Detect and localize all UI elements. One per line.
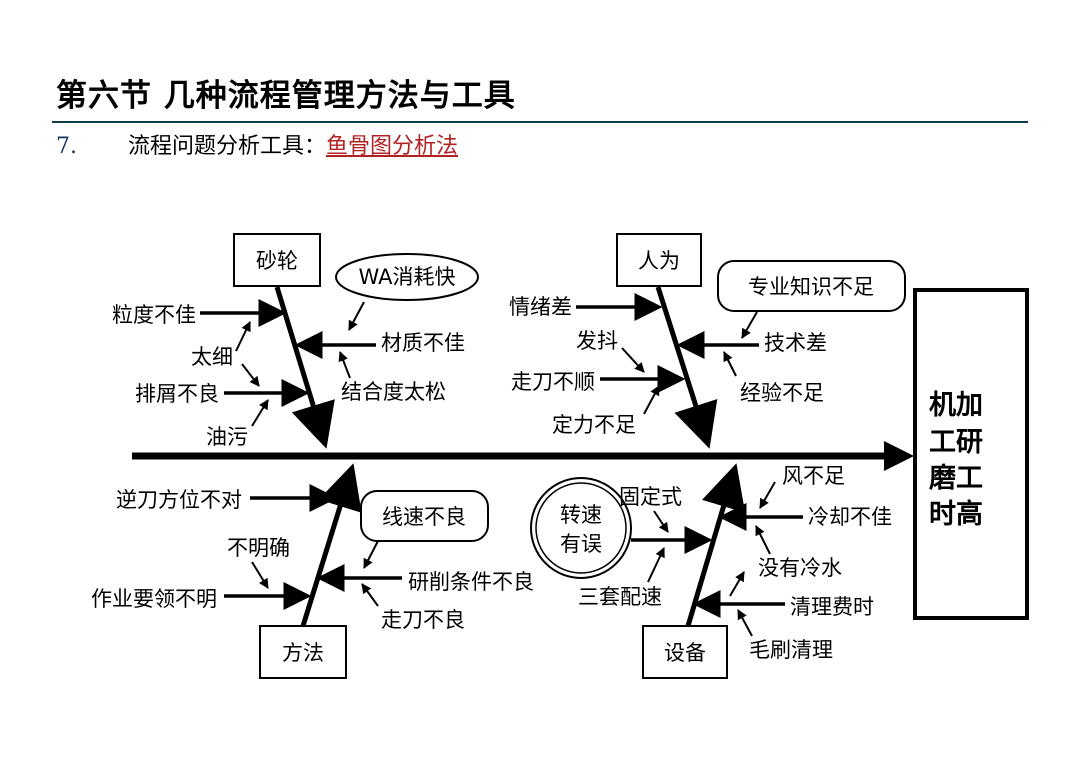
arrow-no-water	[755, 525, 771, 555]
cause-wa-bubble	[335, 253, 479, 301]
arrow-unclear	[251, 561, 269, 589]
cause-bond: 结合度太松	[341, 380, 446, 404]
cause-grain: 粒度不佳	[112, 303, 196, 327]
page-title: 第六节 几种流程管理方法与工具	[56, 78, 516, 114]
effect-line-4: 时高	[929, 498, 983, 530]
cause-speed-error-ring-inner	[535, 482, 627, 574]
cause-three-speed: 三套配速	[578, 585, 662, 609]
subtitle-text: 流程问题分析工具：	[128, 134, 327, 159]
arrow-knowledge	[741, 311, 758, 339]
cause-feed-bad: 走刀不良	[381, 608, 465, 632]
category-box-method	[259, 625, 347, 679]
cause-cleaning-time: 清理费时	[790, 595, 874, 619]
cause-conditions: 研削条件不良	[408, 570, 534, 594]
cause-mood: 情绪差	[509, 295, 572, 319]
category-label-equipment: 设备	[664, 641, 706, 665]
cause-knowledge: 专业知识不足	[748, 275, 874, 299]
bone-method	[300, 463, 362, 627]
subtitle-number: 7.	[56, 134, 77, 159]
cause-cooling: 冷却不佳	[808, 505, 892, 529]
cause-experience: 经验不足	[740, 381, 824, 405]
cause-force: 定力不足	[552, 413, 636, 437]
cause-fixed: 固定式	[619, 485, 682, 509]
cause-speed-error-line2: 有误	[560, 532, 602, 556]
title-divider	[52, 121, 1028, 123]
arrow-oil	[251, 399, 269, 427]
category-label-method: 方法	[282, 641, 324, 665]
cause-oil: 油污	[206, 425, 248, 449]
cause-shake: 发抖	[576, 329, 618, 353]
arrow-shake	[621, 347, 645, 373]
bone-human	[655, 286, 718, 449]
cause-speed-error-line1: 转速	[560, 503, 602, 527]
effect-box	[913, 288, 1029, 620]
cause-chip-clog: 排屑不良	[135, 382, 219, 406]
arrow-too-fine-down	[241, 363, 260, 387]
arrow-wind	[759, 481, 776, 509]
cause-skill: 技术差	[764, 331, 827, 355]
category-box-human	[616, 233, 702, 287]
effect-line-2: 工研	[929, 427, 983, 458]
cause-line-speed: 线速不良	[382, 505, 466, 529]
arrow-experience	[723, 351, 737, 377]
cause-essentials: 作业要领不明	[91, 587, 217, 611]
cause-material: 材质不佳	[381, 331, 465, 355]
cause-speed-error-ring-outer	[530, 477, 632, 579]
arrow-too-fine-up	[235, 321, 251, 352]
cause-unclear: 不明确	[227, 536, 290, 560]
arrow-three-speed	[647, 547, 665, 583]
arrow-feed-bad	[361, 583, 379, 607]
arrow-force	[643, 385, 660, 415]
arrow-no-water-lower	[729, 571, 745, 597]
effect-line-3: 磨工	[929, 463, 983, 494]
arrow-fixed	[653, 510, 669, 533]
cause-knowledge-bubble	[717, 260, 906, 312]
category-label-human: 人为	[638, 249, 680, 273]
cause-line-speed-bubble	[360, 490, 489, 542]
subtitle: 7. 流程问题分析工具：鱼骨图分析法	[56, 128, 458, 160]
arrow-brush	[737, 609, 753, 637]
fishbone-link[interactable]: 鱼骨图分析法	[326, 134, 459, 159]
arrow-wa	[348, 301, 365, 331]
category-label-wheel: 砂轮	[256, 249, 298, 273]
cause-wa: WA消耗快	[359, 265, 456, 289]
cause-direction: 逆刀方位不对	[116, 488, 242, 512]
cause-wind: 风不足	[782, 464, 845, 488]
cause-feed-uneven: 走刀不顺	[511, 370, 595, 394]
cause-no-water: 没有冷水	[758, 556, 842, 580]
arrow-line-speed	[363, 540, 379, 569]
category-box-wheel	[233, 233, 321, 287]
cause-brush: 毛刷清理	[749, 638, 833, 662]
category-box-equipment	[642, 625, 728, 679]
cause-too-fine: 太细	[191, 345, 233, 369]
spine-arrowhead	[884, 441, 914, 471]
bone-wheel	[274, 286, 335, 449]
effect-line-1: 机加	[929, 390, 983, 421]
arrow-bond	[338, 351, 351, 379]
